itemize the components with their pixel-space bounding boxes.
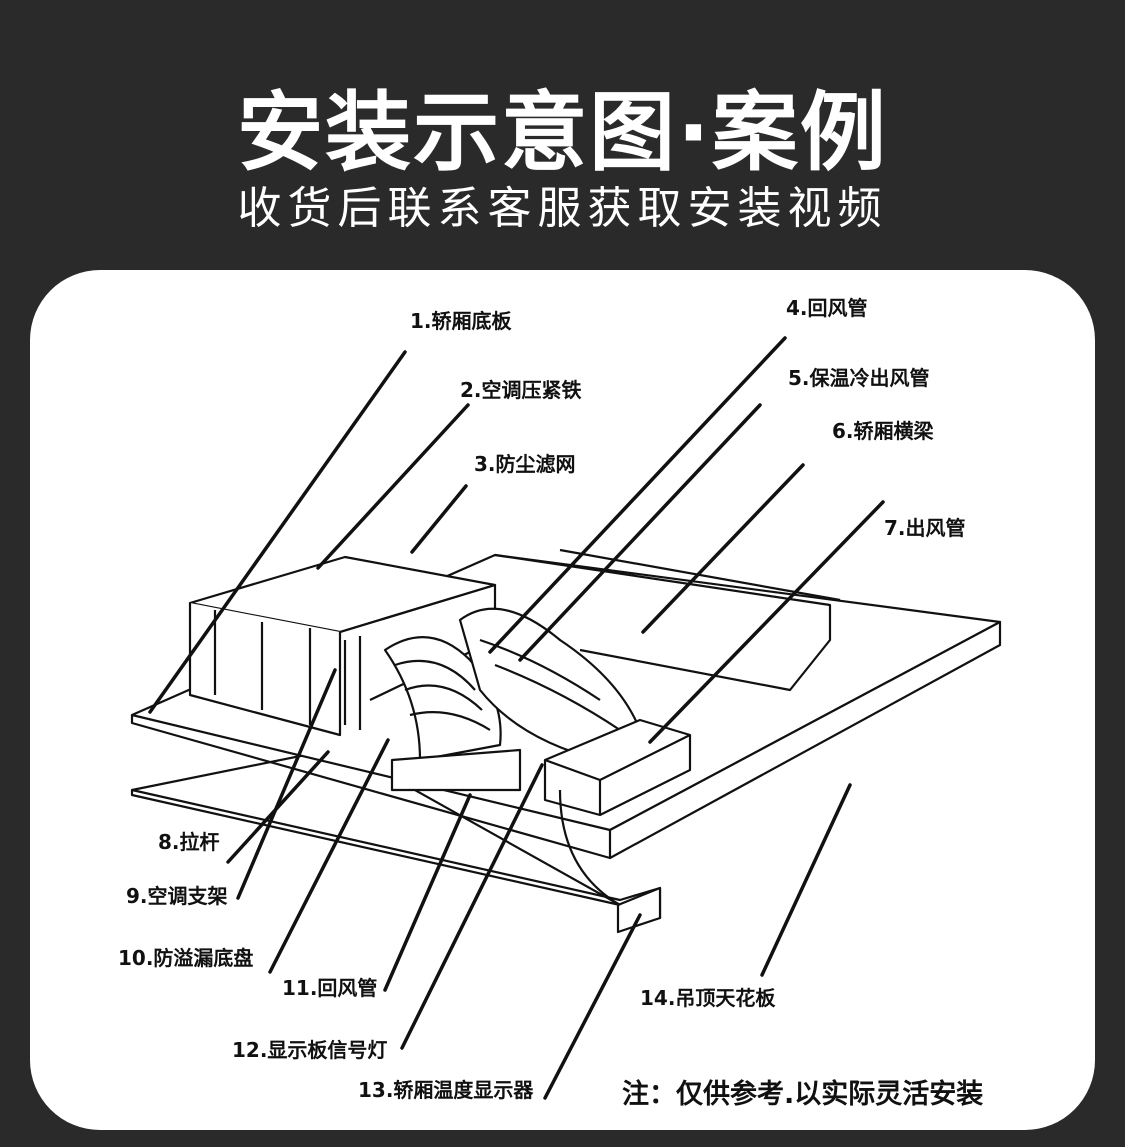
page-subtitle: 收货后联系客服获取安装视频 bbox=[237, 183, 888, 234]
leader-5 bbox=[518, 403, 762, 662]
label-9: 9.空调支架 bbox=[126, 884, 228, 908]
leader-9 bbox=[236, 668, 337, 900]
label-7: 7.出风管 bbox=[884, 516, 966, 540]
leader-6 bbox=[641, 463, 805, 634]
label-4: 4.回风管 bbox=[786, 296, 868, 320]
leader-13 bbox=[543, 913, 642, 1100]
leader-1 bbox=[148, 350, 407, 714]
reference-note: 注：仅供参考.以实际灵活安装 bbox=[622, 1079, 984, 1110]
leader-11 bbox=[383, 793, 472, 992]
page-title: 安装示意图·案例 bbox=[237, 83, 888, 183]
leader-3 bbox=[410, 484, 468, 554]
leader-14 bbox=[760, 783, 852, 977]
label-1: 1.轿厢底板 bbox=[410, 309, 512, 333]
label-8: 8.拉杆 bbox=[158, 830, 220, 854]
label-10: 10.防溢漏底盘 bbox=[118, 946, 254, 970]
leader-2 bbox=[316, 403, 470, 570]
temp-display bbox=[616, 886, 662, 934]
label-12: 12.显示板信号灯 bbox=[232, 1038, 388, 1062]
leader-7 bbox=[648, 500, 885, 744]
label-2: 2.空调压紧铁 bbox=[460, 378, 582, 402]
leader-4 bbox=[488, 336, 787, 654]
leader-12 bbox=[400, 763, 544, 1050]
label-5: 5.保温冷出风管 bbox=[788, 366, 930, 390]
leader-10 bbox=[268, 738, 390, 974]
label-14: 14.吊顶天花板 bbox=[640, 986, 776, 1010]
label-3: 3.防尘滤网 bbox=[474, 452, 576, 476]
label-6: 6.轿厢横梁 bbox=[832, 419, 934, 443]
car-beam bbox=[494, 553, 832, 692]
label-13: 13.轿厢温度显示器 bbox=[358, 1078, 534, 1102]
label-11: 11.回风管 bbox=[282, 976, 378, 1000]
outlet-duct bbox=[458, 607, 642, 762]
